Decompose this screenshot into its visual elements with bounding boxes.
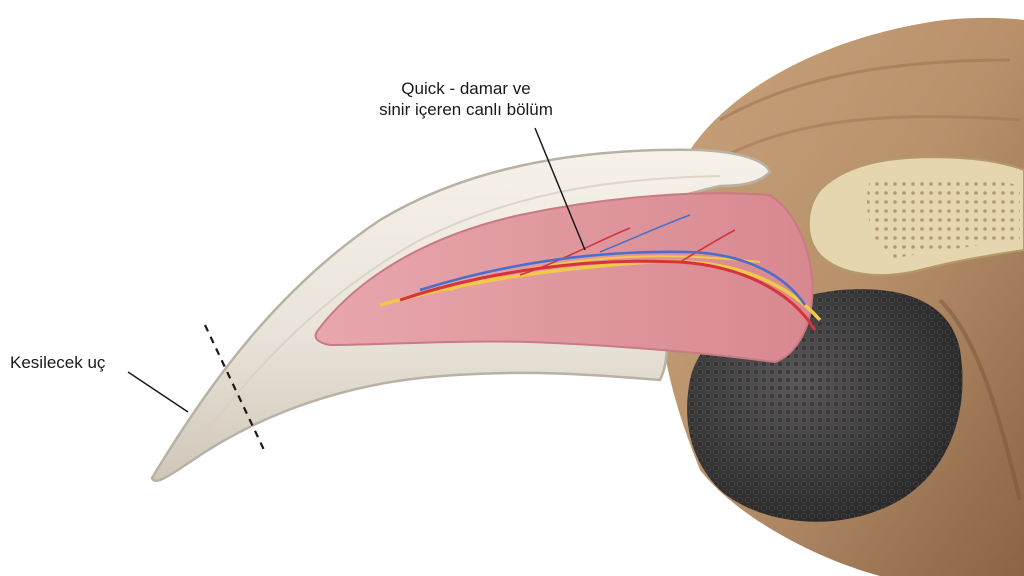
cut-pointer-line [127,371,189,413]
quick-label: Quick - damar ve sinir içeren canlı bölü… [348,78,584,120]
quick-pointer-line [534,127,586,251]
cut-tip-label: Kesilecek uç [10,353,106,372]
quick-label-line2: sinir içeren canlı bölüm [379,100,553,119]
cut-line-dashed-icon [204,324,266,453]
quick-label-line1: Quick - damar ve [401,79,531,98]
artery [399,259,817,331]
vein [419,250,807,306]
